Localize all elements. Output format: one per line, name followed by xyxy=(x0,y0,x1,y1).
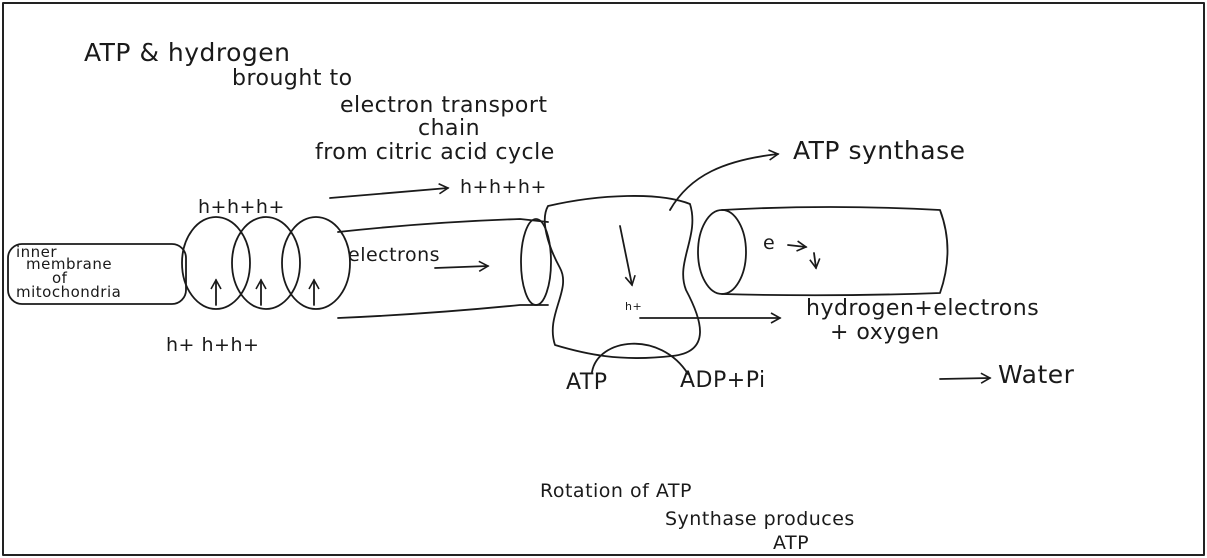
water-arrow xyxy=(940,378,990,379)
products-line-2: + oxygen xyxy=(830,320,940,345)
title-line-3: electron transport xyxy=(340,93,548,118)
proton-channel-2 xyxy=(232,217,300,309)
title-line-1: ATP & hydrogen xyxy=(84,38,291,67)
e-arrow xyxy=(788,245,806,247)
atp-label: ATP xyxy=(566,370,608,395)
e-down-arrow xyxy=(814,253,816,268)
title-line-2: brought to xyxy=(232,66,353,91)
adp-label: ADP+Pi xyxy=(680,368,766,393)
electrons-arrow xyxy=(435,266,488,268)
hplus-top-left: h+h+h+ xyxy=(198,196,285,218)
atp-synthase-pointer xyxy=(670,154,778,210)
e-label: e xyxy=(763,232,775,254)
caption-line-1: Rotation of ATP xyxy=(540,480,692,502)
title-line-5: from citric acid cycle xyxy=(315,140,555,165)
hplus-top-right: h+h+h+ xyxy=(460,176,547,198)
membrane-label-line-2: membrane xyxy=(26,258,112,270)
atp-synthase-body xyxy=(545,196,700,358)
tube-right-start xyxy=(698,210,746,294)
synthase-rotation-arrow xyxy=(620,226,632,285)
proton-channel-3 xyxy=(282,217,350,309)
caption-line-2: Synthase produces xyxy=(665,508,855,530)
caption-line-3: ATP xyxy=(773,532,809,554)
hplus-transfer-arrow xyxy=(330,188,448,198)
water-label: Water xyxy=(998,360,1074,389)
electron-tube-right xyxy=(722,207,948,295)
electrons-label: electrons xyxy=(348,244,440,266)
membrane-label-line-4: mitochondria xyxy=(16,286,121,298)
products-line-1: hydrogen+electrons xyxy=(806,296,1039,321)
atp-synthase-label: ATP synthase xyxy=(793,136,966,165)
title-line-4: chain xyxy=(418,116,480,141)
hplus-bottom: h+ h+h+ xyxy=(166,334,259,356)
hplus-inside-label: h+ xyxy=(625,300,642,313)
